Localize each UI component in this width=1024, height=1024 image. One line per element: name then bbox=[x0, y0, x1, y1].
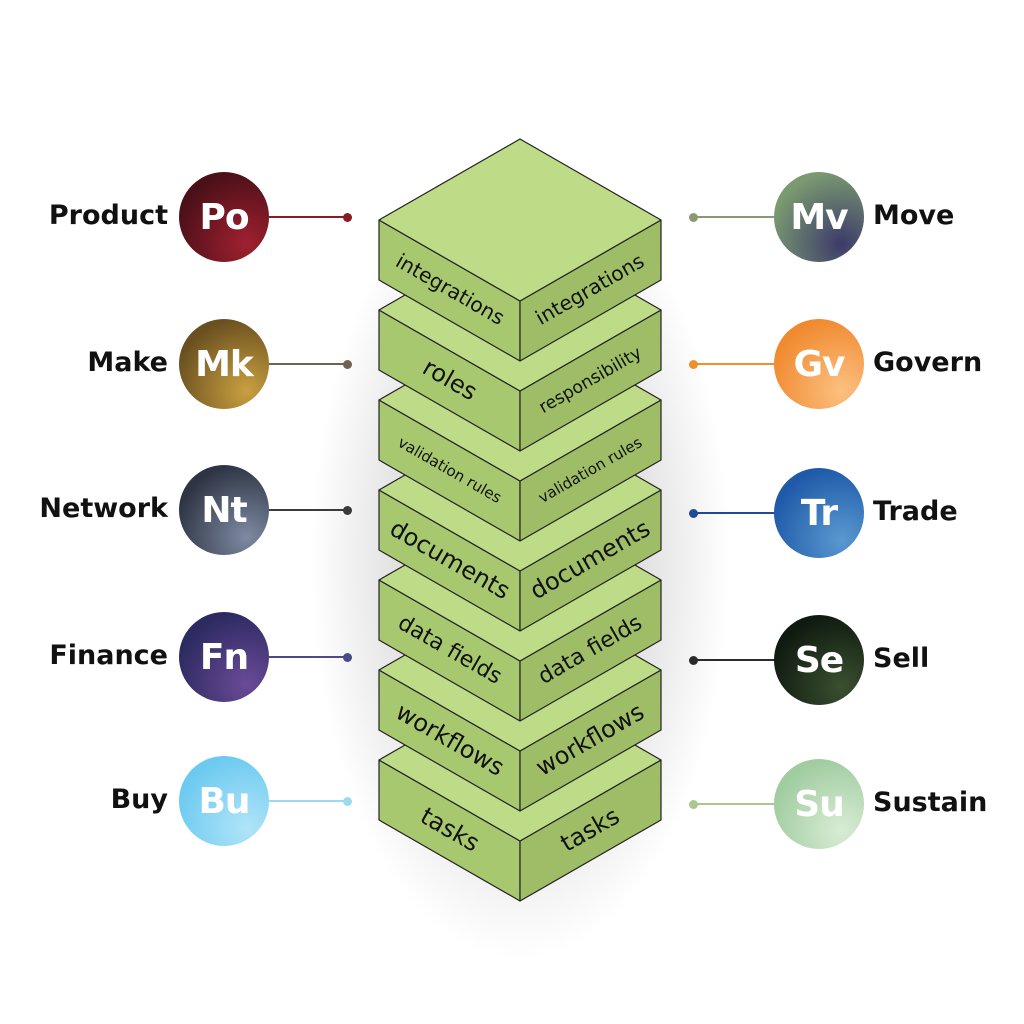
connector-dot-trade bbox=[689, 509, 698, 518]
connector-line-finance bbox=[269, 656, 346, 658]
connector-dot-finance bbox=[343, 653, 352, 662]
domain-label-make: Make bbox=[87, 347, 168, 378]
domain-badge-finance: Fn bbox=[179, 612, 269, 702]
domain-label-sustain: Sustain bbox=[873, 787, 988, 818]
domain-label-sell: Sell bbox=[873, 643, 930, 674]
domain-label-move: Move bbox=[873, 200, 955, 231]
domain-label-govern: Govern bbox=[873, 347, 983, 378]
domain-label-network: Network bbox=[39, 493, 168, 524]
connector-line-network bbox=[269, 509, 346, 511]
connector-dot-sustain bbox=[689, 800, 698, 809]
domain-badge-make: Mk bbox=[179, 319, 269, 409]
connector-dot-sell bbox=[689, 656, 698, 665]
domain-label-finance: Finance bbox=[49, 640, 168, 671]
connector-line-sell bbox=[696, 659, 776, 661]
domain-badge-trade: Tr bbox=[774, 468, 864, 558]
connector-line-make bbox=[269, 363, 346, 365]
domain-badge-sustain: Su bbox=[774, 759, 864, 849]
connector-dot-move bbox=[689, 213, 698, 222]
domain-badge-network: Nt bbox=[179, 465, 269, 555]
domain-badge-govern: Gv bbox=[774, 319, 864, 409]
domain-label-trade: Trade bbox=[873, 496, 958, 527]
domain-badge-product: Po bbox=[179, 172, 269, 262]
connector-dot-make bbox=[343, 360, 352, 369]
connector-dot-buy bbox=[343, 797, 352, 806]
connector-dot-govern bbox=[689, 360, 698, 369]
connector-line-product bbox=[269, 216, 346, 218]
connector-line-govern bbox=[696, 363, 776, 365]
layer-top-face bbox=[378, 138, 662, 302]
domain-label-product: Product bbox=[48, 200, 168, 231]
domain-badge-sell: Se bbox=[774, 615, 864, 705]
connector-dot-product bbox=[343, 213, 352, 222]
domain-badge-move: Mv bbox=[774, 172, 864, 262]
connector-line-sustain bbox=[696, 803, 776, 805]
connector-line-move bbox=[696, 216, 776, 218]
domain-badge-buy: Bu bbox=[179, 756, 269, 846]
connector-line-trade bbox=[696, 512, 776, 514]
domain-label-buy: Buy bbox=[110, 784, 168, 815]
connector-dot-network bbox=[343, 506, 352, 515]
connector-line-buy bbox=[269, 800, 346, 802]
